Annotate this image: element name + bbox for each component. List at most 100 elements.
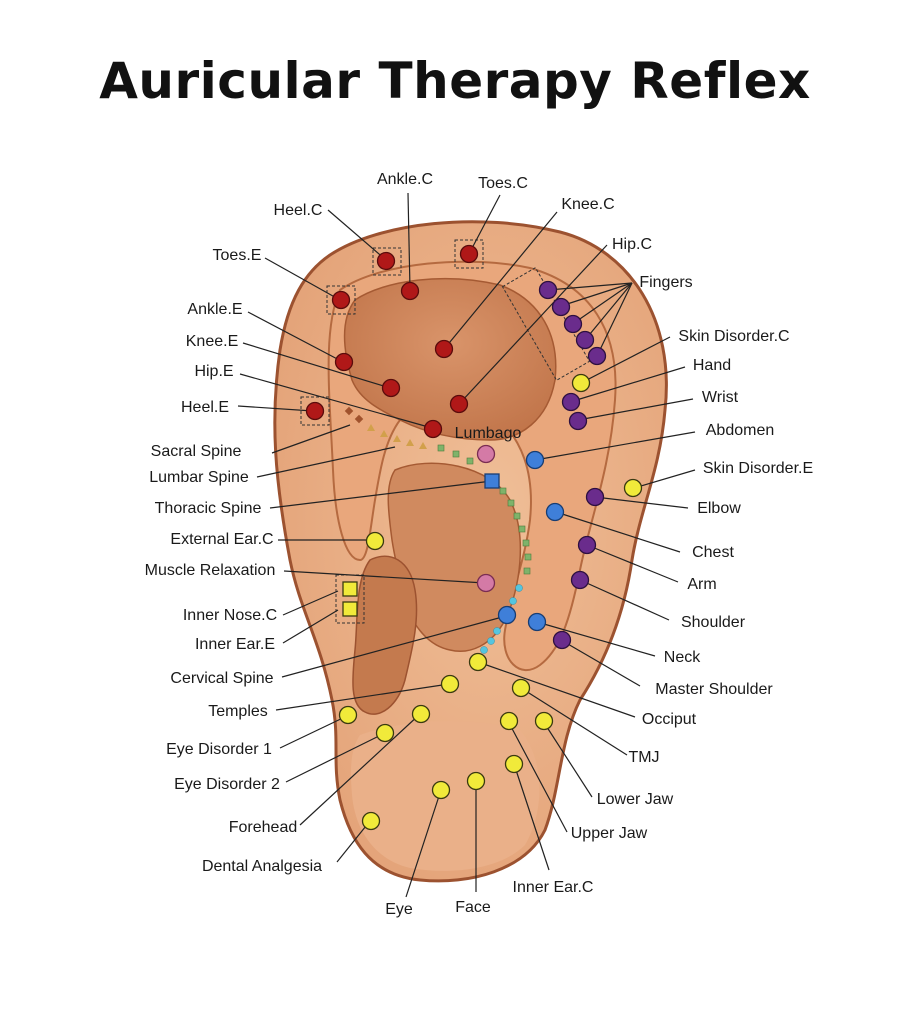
label-elbow: Elbow (697, 500, 741, 517)
point-thoracic-spine[interactable] (484, 473, 500, 489)
point-hip-c[interactable] (449, 394, 469, 414)
thoracic-spine-marker (522, 539, 530, 547)
point-neck[interactable] (527, 612, 547, 632)
point-fingers-4[interactable] (575, 330, 595, 350)
label-eye: Eye (385, 901, 413, 918)
label-chest: Chest (692, 544, 734, 561)
point-muscle-relaxation[interactable] (476, 573, 496, 593)
point-inner-ear-e[interactable] (342, 601, 358, 617)
label-knee-e: Knee.E (186, 333, 238, 350)
label-inner-nose-c: Inner Nose.C (183, 607, 277, 624)
cervical-spine-marker (493, 627, 501, 635)
label-dental-analgesia: Dental Analgesia (202, 858, 322, 875)
lumbar-spine-marker (393, 435, 401, 442)
cervical-spine-marker (487, 637, 495, 645)
lumbar-spine-marker (380, 430, 388, 437)
point-knee-c[interactable] (434, 339, 454, 359)
heel-c-box (372, 247, 402, 276)
point-skin-disorder-c[interactable] (571, 373, 591, 393)
point-occiput[interactable] (468, 652, 488, 672)
label-heel-e: Heel.E (181, 399, 229, 416)
lumbar-spine-marker (406, 439, 414, 446)
label-fingers: Fingers (639, 274, 692, 291)
point-face[interactable] (466, 771, 486, 791)
toes-c-box (454, 239, 484, 269)
cervical-spine-marker (480, 646, 488, 654)
point-shoulder[interactable] (570, 570, 590, 590)
dashed-boxes (300, 239, 591, 624)
label-toes-c: Toes.C (478, 175, 528, 192)
toes-e-box (326, 285, 356, 315)
thoracic-spine-marker (466, 457, 474, 465)
label-upper-jaw: Upper Jaw (571, 825, 648, 842)
point-eye-disorder-1[interactable] (338, 705, 358, 725)
label-skin-disorder-e: Skin Disorder.E (703, 460, 813, 477)
point-fingers-5[interactable] (587, 346, 607, 366)
point-eye[interactable] (431, 780, 451, 800)
point-chest[interactable] (545, 502, 565, 522)
ear-illustration (273, 220, 668, 883)
point-fingers-1[interactable] (538, 280, 558, 300)
cervical-spine-marker (515, 584, 523, 592)
sacral-spine-marker (344, 406, 354, 416)
point-hip-e[interactable] (423, 419, 443, 439)
label-thoracic-spine: Thoracic Spine (155, 500, 262, 517)
ear-canal (352, 555, 418, 715)
label-master-shoulder: Master Shoulder (655, 681, 773, 698)
label-wrist: Wrist (702, 389, 739, 406)
point-forehead[interactable] (411, 704, 431, 724)
label-muscle-relaxation: Muscle Relaxation (145, 562, 276, 579)
point-tmj[interactable] (511, 678, 531, 698)
inner-nose-box (335, 574, 365, 624)
cervical-spine-marker (509, 597, 517, 605)
point-skin-disorder-e[interactable] (623, 478, 643, 498)
point-upper-jaw[interactable] (499, 711, 519, 731)
point-inner-nose-c[interactable] (342, 581, 358, 597)
label-hip-c: Hip.C (612, 236, 652, 253)
point-wrist[interactable] (568, 411, 588, 431)
label-neck: Neck (664, 649, 701, 666)
point-arm[interactable] (577, 535, 597, 555)
ear-fossa (343, 277, 557, 441)
label-lumbar-spine: Lumbar Spine (149, 469, 249, 486)
point-eye-disorder-2[interactable] (375, 723, 395, 743)
label-temples: Temples (208, 703, 268, 720)
label-toes-e: Toes.E (213, 247, 262, 264)
point-heel-e[interactable] (305, 401, 325, 421)
point-ankle-e[interactable] (334, 352, 354, 372)
point-heel-c[interactable] (376, 251, 396, 271)
point-cervical-spine[interactable] (497, 605, 517, 625)
thoracic-spine-marker (523, 567, 531, 575)
label-arm: Arm (687, 576, 716, 593)
label-eye-disorder-2: Eye Disorder 2 (174, 776, 280, 793)
thoracic-spine-marker (499, 487, 507, 495)
point-fingers-3[interactable] (563, 314, 583, 334)
label-ankle-c: Ankle.C (377, 171, 433, 188)
point-ankle-c[interactable] (400, 281, 420, 301)
point-temples[interactable] (440, 674, 460, 694)
point-lumbago[interactable] (476, 444, 496, 464)
point-knee-e[interactable] (381, 378, 401, 398)
point-external-ear-c[interactable] (365, 531, 385, 551)
label-occiput: Occiput (642, 711, 697, 728)
point-abdomen[interactable] (525, 450, 545, 470)
label-eye-disorder-1: Eye Disorder 1 (166, 741, 272, 758)
point-fingers-2[interactable] (551, 297, 571, 317)
point-toes-c[interactable] (459, 244, 479, 264)
point-toes-e[interactable] (331, 290, 351, 310)
point-hand[interactable] (561, 392, 581, 412)
label-heel-c: Heel.C (274, 202, 323, 219)
heel-e-box (300, 396, 330, 426)
thoracic-spine-marker (507, 499, 515, 507)
point-lower-jaw[interactable] (534, 711, 554, 731)
point-master-shoulder[interactable] (552, 630, 572, 650)
sacral-spine-marker (354, 414, 364, 424)
lumbar-spine-marker (367, 424, 375, 431)
diagram-title: Auricular Therapy Reflex (99, 52, 811, 110)
point-dental-analgesia[interactable] (361, 811, 381, 831)
point-elbow[interactable] (585, 487, 605, 507)
point-inner-ear-c[interactable] (504, 754, 524, 774)
label-skin-disorder-c: Skin Disorder.C (678, 328, 789, 345)
label-abdomen: Abdomen (706, 422, 775, 439)
label-lower-jaw: Lower Jaw (597, 791, 674, 808)
